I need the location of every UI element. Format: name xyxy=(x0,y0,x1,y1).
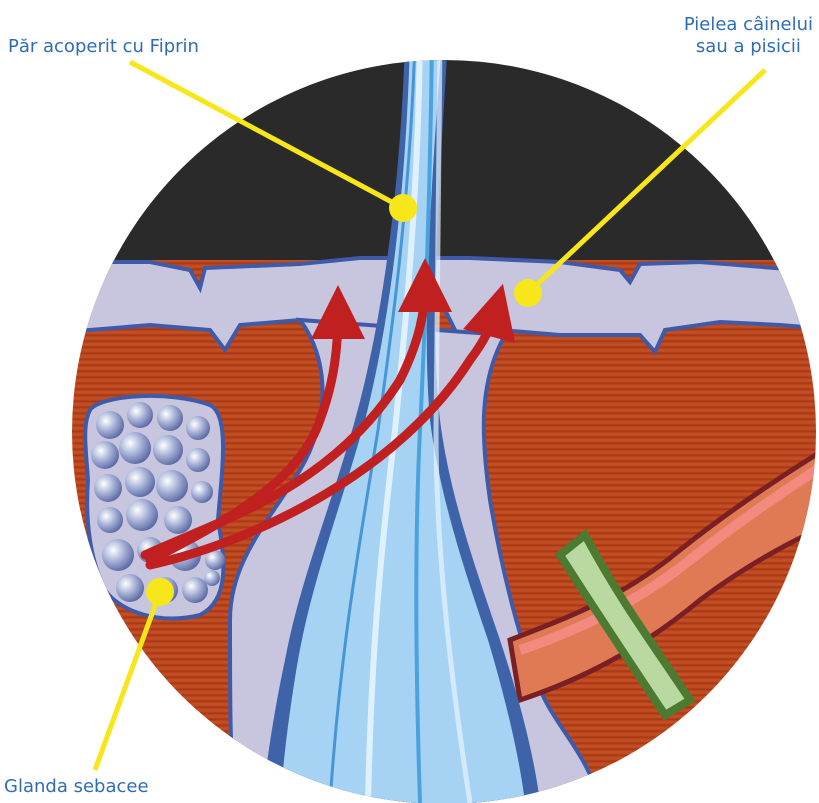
gland-label: Glanda sebacee xyxy=(4,776,149,798)
skin-label: Pielea câinelui sau a pisicii xyxy=(684,14,813,58)
skin-label-line2: sau a pisicii xyxy=(684,36,813,58)
skin-pointer-dot xyxy=(514,279,542,307)
hair-label: Păr acoperit cu Fiprin xyxy=(8,36,199,58)
hair-pointer-dot xyxy=(389,194,417,222)
cross-section-circle xyxy=(60,40,819,803)
skin-label-line1: Pielea câinelui xyxy=(684,14,813,36)
gland-pointer-dot xyxy=(146,578,174,606)
